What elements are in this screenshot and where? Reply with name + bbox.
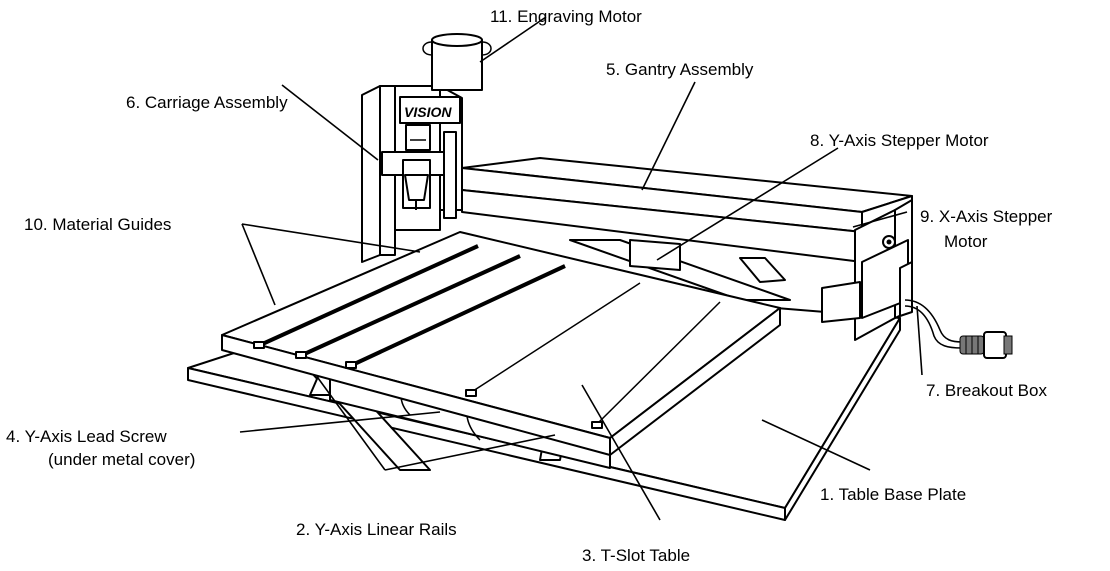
- label-y-axis-linear-rails: 2. Y-Axis Linear Rails: [296, 520, 457, 539]
- label-y-axis-lead-screw-note: (under metal cover): [48, 450, 195, 469]
- label-t-slot-table: 3. T-Slot Table: [582, 546, 690, 565]
- label-breakout-box: 7. Breakout Box: [926, 381, 1047, 400]
- label-x-axis-stepper-motor-2: Motor: [944, 232, 988, 251]
- y-axis-stepper-motor-shape: [629, 239, 681, 271]
- carriage-assembly-shape: VISION: [361, 85, 463, 263]
- label-table-base-plate: 1. Table Base Plate: [820, 485, 966, 504]
- vision-logo-text: VISION: [404, 104, 452, 120]
- label-x-axis-stepper-motor: 9. X-Axis Stepper: [920, 207, 1053, 226]
- engraving-motor-shape: [422, 33, 492, 91]
- label-gantry-assembly: 5. Gantry Assembly: [606, 60, 754, 79]
- t-slot-table-shape: [221, 231, 781, 456]
- label-engraving-motor: 11. Engraving Motor: [490, 7, 642, 26]
- gantry-assembly-shape: [461, 157, 913, 341]
- leader-lines: [239, 16, 923, 521]
- label-y-axis-stepper-motor: 8. Y-Axis Stepper Motor: [810, 131, 989, 150]
- breakout-box-cable-shape: [899, 261, 1013, 359]
- label-material-guides: 10. Material Guides: [24, 215, 171, 234]
- material-guides-shape: [253, 244, 721, 429]
- label-carriage-assembly: 6. Carriage Assembly: [126, 93, 288, 112]
- label-y-axis-lead-screw: 4. Y-Axis Lead Screw: [6, 427, 167, 446]
